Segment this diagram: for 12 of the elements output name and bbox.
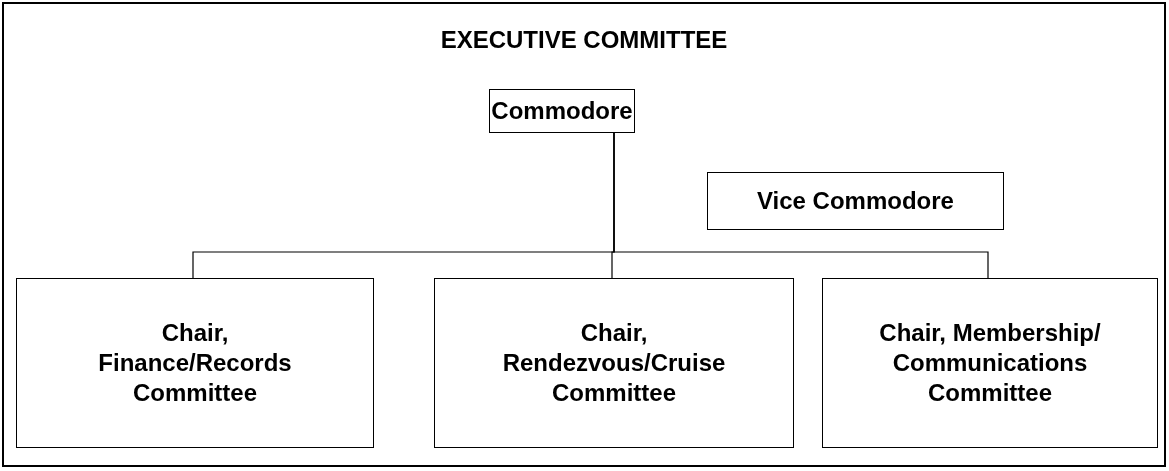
role-box	[16, 278, 374, 448]
role-title: Chair, Membership/ Communications Committee	[878, 318, 1102, 408]
role-box	[434, 278, 794, 448]
role-title: Chair, Rendezvous/Cruise Committee	[501, 318, 727, 408]
officer-box	[489, 89, 635, 133]
role-box	[822, 278, 1158, 448]
role-title: Commodore	[491, 96, 633, 126]
title-text: EXECUTIVE COMMITTEE	[440, 26, 728, 53]
officer-box	[707, 172, 1004, 230]
role-title: Chair, Finance/Records Committee	[97, 318, 293, 408]
role-title: Vice Commodore	[757, 186, 954, 216]
connector-line	[613, 132, 989, 279]
